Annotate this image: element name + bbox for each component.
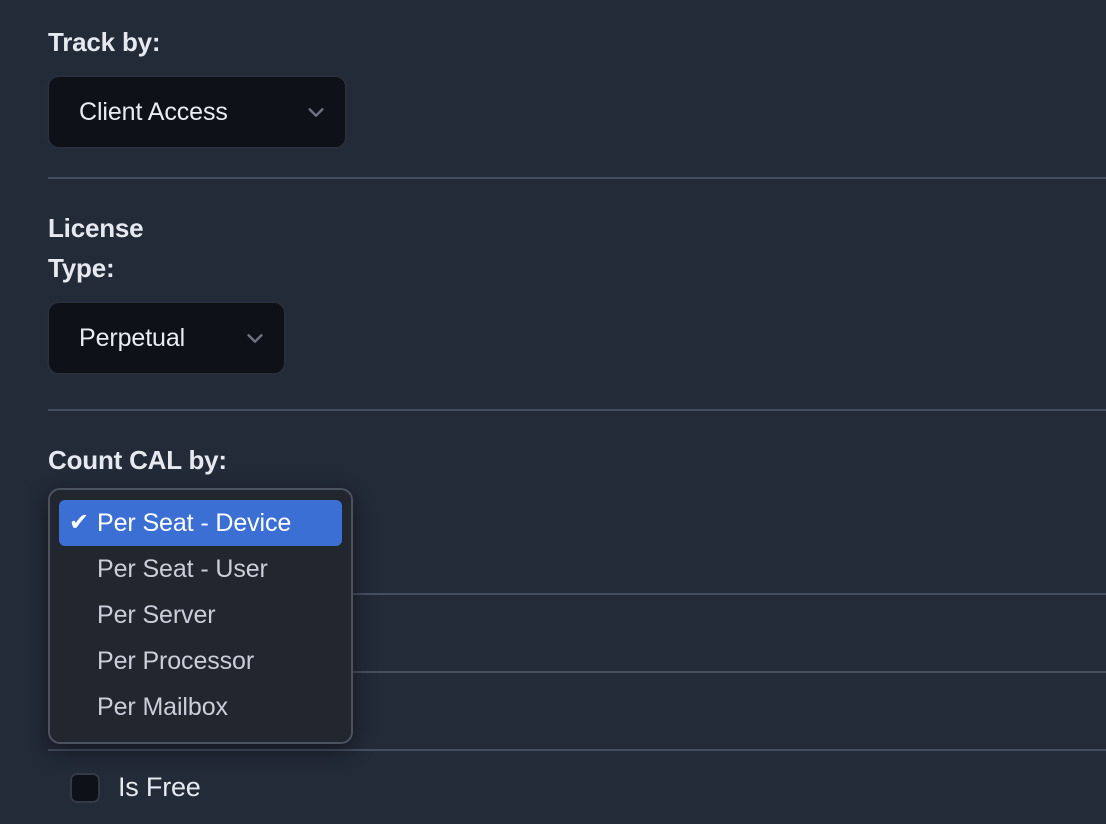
section-divider [48, 177, 1106, 179]
license-type-value: Perpetual [79, 323, 186, 352]
is-free-label: Is Free [118, 772, 201, 802]
menu-item-per-mailbox[interactable]: Per Mailbox [59, 684, 342, 730]
track-by-value: Client Access [79, 97, 228, 126]
menu-item-per-seat-device[interactable]: ✔ Per Seat - Device [59, 500, 342, 546]
track-by-select[interactable]: Client Access [48, 76, 346, 148]
section-divider [48, 671, 1106, 673]
count-cal-by-dropdown-menu[interactable]: ✔ Per Seat - Device Per Seat - User Per … [48, 488, 353, 744]
menu-item-per-seat-user[interactable]: Per Seat - User [59, 546, 342, 592]
chevron-down-icon [244, 327, 266, 349]
section-divider [48, 593, 1106, 595]
license-type-field: License Type: Perpetual [48, 208, 285, 374]
menu-item-label: Per Processor [97, 646, 255, 675]
chevron-down-icon [305, 101, 327, 123]
track-by-field: Track by: Client Access [48, 22, 346, 148]
count-cal-by-field: Count CAL by: [48, 440, 227, 480]
check-icon: ✔ [69, 509, 90, 536]
section-divider [48, 749, 1106, 751]
menu-item-label: Per Mailbox [97, 692, 228, 721]
is-free-checkbox[interactable] [70, 772, 100, 803]
license-type-label: License Type: [48, 213, 144, 283]
count-cal-by-label: Count CAL by: [48, 445, 227, 475]
is-free-row: Is Free [70, 772, 201, 803]
menu-item-label: Per Seat - User [97, 554, 268, 583]
menu-item-per-processor[interactable]: Per Processor [59, 638, 342, 684]
menu-item-label: Per Server [97, 600, 216, 629]
track-by-label: Track by: [48, 27, 161, 57]
menu-item-label: Per Seat - Device [97, 508, 292, 537]
menu-item-per-server[interactable]: Per Server [59, 592, 342, 638]
section-divider [48, 409, 1106, 411]
license-type-select[interactable]: Perpetual [48, 302, 285, 374]
